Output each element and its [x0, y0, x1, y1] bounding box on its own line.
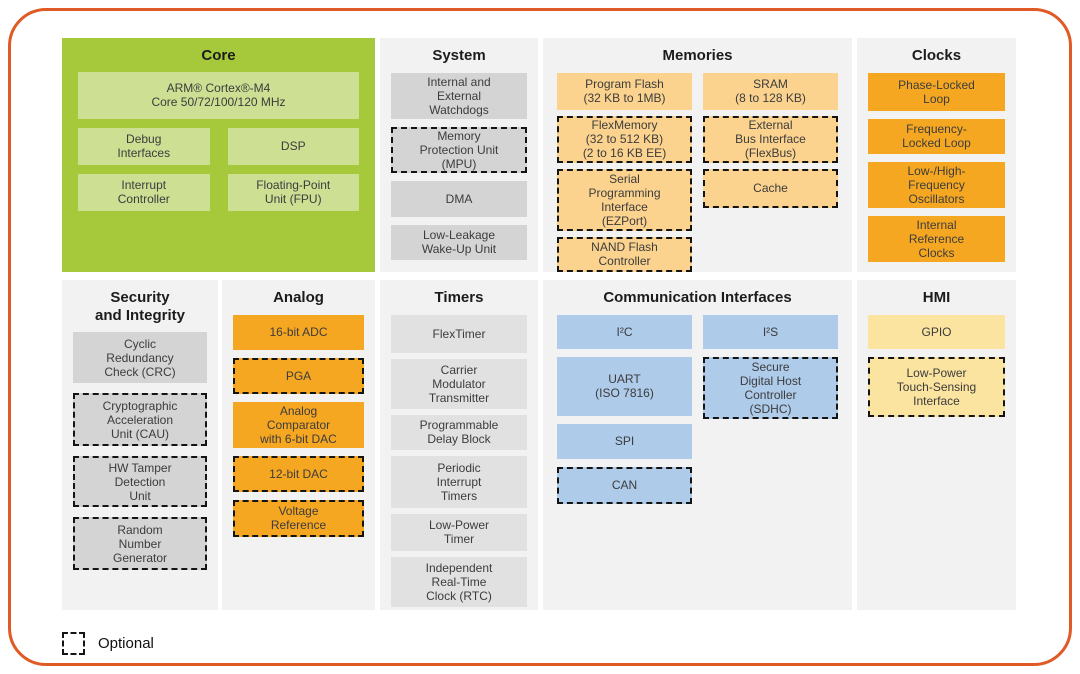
- block-pll: Phase-Locked Loop: [868, 72, 1005, 111]
- block-hw-tamper: HW Tamper Detection Unit: [73, 456, 207, 508]
- comm-col-1: I²C UART (ISO 7816) SPI CAN: [557, 314, 692, 504]
- panel-memories-title: Memories: [662, 47, 733, 64]
- block-programmable-delay-block: Programmable Delay Block: [391, 414, 527, 450]
- block-uart: UART (ISO 7816): [557, 356, 692, 416]
- block-watchdogs: Internal and External Watchdogs: [391, 72, 527, 119]
- block-internal-reference-clocks: Internal Reference Clocks: [868, 215, 1005, 262]
- block-sdhc: Secure Digital Host Controller (SDHC): [703, 356, 838, 419]
- block-carrier-modulator-transmitter: Carrier Modulator Transmitter: [391, 358, 527, 409]
- panel-clocks: Clocks Phase-Locked Loop Frequency- Lock…: [857, 38, 1016, 272]
- panel-comm-blocks: I²C UART (ISO 7816) SPI CAN I²S Secure D…: [543, 314, 852, 504]
- block-mpu: Memory Protection Unit (MPU): [391, 126, 527, 173]
- optional-dashed-swatch-icon: [62, 632, 85, 655]
- panel-security-title: Security and Integrity: [94, 289, 185, 324]
- block-periodic-interrupt-timers: Periodic Interrupt Timers: [391, 455, 527, 508]
- panel-analog: Analog 16-bit ADC PGA Analog Comparator …: [222, 280, 375, 610]
- block-analog-comparator: Analog Comparator with 6-bit DAC: [233, 401, 364, 448]
- panel-communication-interfaces: Communication Interfaces I²C UART (ISO 7…: [543, 280, 852, 610]
- panel-hmi-title: HMI: [922, 289, 951, 306]
- block-16bit-adc: 16-bit ADC: [233, 314, 364, 350]
- panel-system-blocks: Internal and External Watchdogs Memory P…: [380, 72, 538, 260]
- block-flextimer: FlexTimer: [391, 314, 527, 353]
- panel-hmi: HMI GPIO Low-Power Touch-Sensing Interfa…: [857, 280, 1016, 610]
- panel-timers-blocks: FlexTimer Carrier Modulator Transmitter …: [380, 314, 538, 607]
- panel-memories: Memories Program Flash (32 KB to 1MB) Fl…: [543, 38, 852, 272]
- panel-clocks-title: Clocks: [911, 47, 962, 64]
- panel-timers: Timers FlexTimer Carrier Modulator Trans…: [380, 280, 538, 610]
- block-nand-flash-controller: NAND Flash Controller: [557, 236, 692, 272]
- panel-core-title: Core: [201, 47, 236, 64]
- block-flexbus: External Bus Interface (FlexBus): [703, 115, 838, 163]
- panel-security: Security and Integrity Cyclic Redundancy…: [62, 280, 218, 610]
- block-gpio: GPIO: [868, 314, 1005, 349]
- block-crc: Cyclic Redundancy Check (CRC): [73, 332, 207, 384]
- block-flexmemory: FlexMemory (32 to 512 KB) (2 to 16 KB EE…: [557, 115, 692, 163]
- block-low-power-timer: Low-Power Timer: [391, 513, 527, 551]
- panel-clocks-blocks: Phase-Locked Loop Frequency- Locked Loop…: [857, 72, 1016, 262]
- block-rng: Random Number Generator: [73, 517, 207, 571]
- block-sram: SRAM (8 to 128 KB): [703, 72, 838, 110]
- block-ezport: Serial Programming Interface (EZPort): [557, 168, 692, 231]
- block-touch-sensing-interface: Low-Power Touch-Sensing Interface: [868, 356, 1005, 417]
- block-arm-cortex-m4: ARM® Cortex®-M4 Core 50/72/100/120 MHz: [78, 71, 359, 119]
- panel-analog-blocks: 16-bit ADC PGA Analog Comparator with 6-…: [222, 314, 375, 537]
- panel-timers-title: Timers: [434, 289, 484, 306]
- block-fll: Frequency- Locked Loop: [868, 118, 1005, 154]
- block-12bit-dac: 12-bit DAC: [233, 455, 364, 492]
- comm-col-2: I²S Secure Digital Host Controller (SDHC…: [703, 314, 838, 504]
- memories-col-1: Program Flash (32 KB to 1MB) FlexMemory …: [557, 72, 692, 272]
- panel-system: System Internal and External Watchdogs M…: [380, 38, 538, 272]
- panel-comm-title: Communication Interfaces: [603, 289, 792, 306]
- block-rtc: Independent Real-Time Clock (RTC): [391, 556, 527, 607]
- block-dsp: DSP: [227, 127, 359, 165]
- panel-core: Core ARM® Cortex®-M4 Core 50/72/100/120 …: [62, 38, 375, 272]
- block-dma: DMA: [391, 180, 527, 217]
- block-cau: Cryptographic Acceleration Unit (CAU): [73, 393, 207, 447]
- block-i2s: I²S: [703, 314, 838, 349]
- block-voltage-reference: Voltage Reference: [233, 499, 364, 537]
- block-fpu: Floating-Point Unit (FPU): [227, 173, 359, 211]
- panel-system-title: System: [432, 47, 486, 64]
- legend-optional: Optional: [62, 632, 154, 655]
- block-oscillators: Low-/High- Frequency Oscillators: [868, 161, 1005, 208]
- panel-analog-title: Analog: [273, 289, 324, 306]
- block-interrupt-controller: Interrupt Controller: [78, 173, 210, 211]
- block-llwu: Low-Leakage Wake-Up Unit: [391, 224, 527, 260]
- panel-memories-blocks: Program Flash (32 KB to 1MB) FlexMemory …: [543, 72, 852, 272]
- panel-security-blocks: Cyclic Redundancy Check (CRC) Cryptograp…: [62, 332, 218, 571]
- block-debug-interfaces: Debug Interfaces: [78, 127, 210, 165]
- memories-col-2: SRAM (8 to 128 KB) External Bus Interfac…: [703, 72, 838, 272]
- block-spi: SPI: [557, 423, 692, 459]
- block-cache: Cache: [703, 168, 838, 208]
- block-can: CAN: [557, 466, 692, 504]
- panel-hmi-blocks: GPIO Low-Power Touch-Sensing Interface: [857, 314, 1016, 417]
- legend-optional-label: Optional: [98, 635, 154, 652]
- block-program-flash: Program Flash (32 KB to 1MB): [557, 72, 692, 110]
- block-pga: PGA: [233, 357, 364, 394]
- panel-core-blocks: ARM® Cortex®-M4 Core 50/72/100/120 MHz D…: [62, 71, 375, 211]
- block-i2c: I²C: [557, 314, 692, 349]
